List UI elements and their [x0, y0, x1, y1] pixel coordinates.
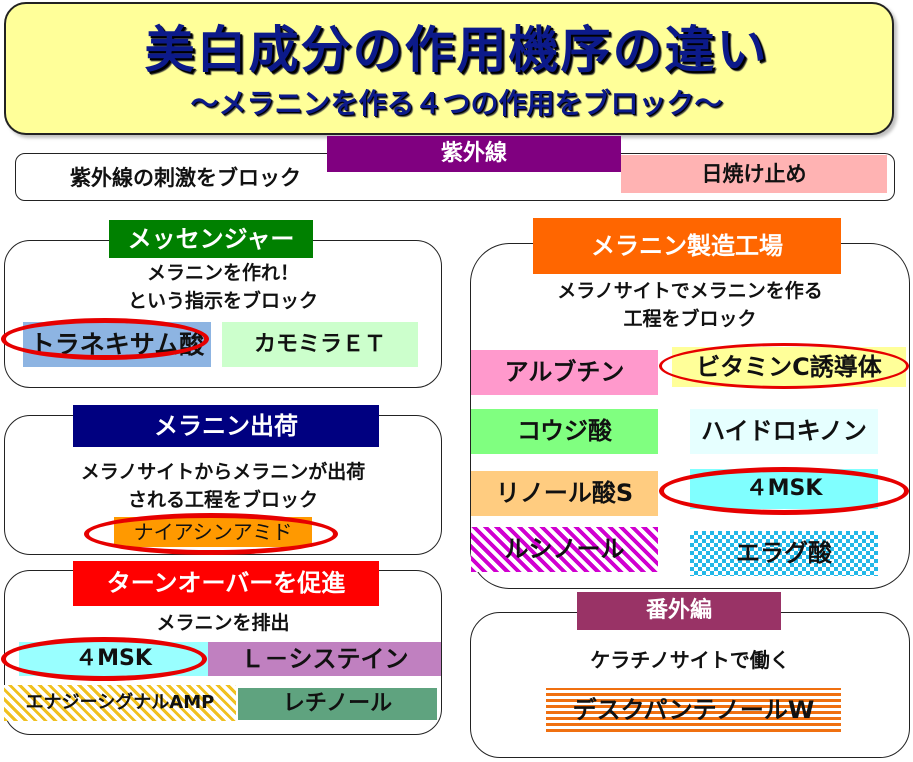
messenger-header: メッセンジャー	[109, 220, 313, 258]
ingredient-arbutin: アルブチン	[471, 350, 658, 395]
turnover-description: メラニンを排出	[156, 612, 290, 634]
ingredient-l-cysteine: Ｌ－システイン	[208, 642, 441, 676]
extra-header: 番外編	[577, 592, 781, 630]
ingredient-hydroquinone: ハイドロキノン	[690, 409, 878, 454]
ingredient-rucinol: ルシノール	[471, 527, 658, 572]
ingredient-kojic-acid: コウジ酸	[471, 409, 658, 454]
ingredient-ellagic-acid: エラグ酸	[690, 531, 878, 576]
factory-description-2: 工程をブロック	[623, 308, 757, 330]
uv-header: 紫外線	[327, 136, 621, 172]
ingredient-chamomilla-et: カモミラＥＴ	[222, 322, 418, 367]
extra-description: ケラチノサイトで働く	[590, 648, 790, 672]
ingredient-dexpanthenol-w: デスクパンテノールW	[546, 688, 841, 732]
ingredient-linoleic-acid-s: リノール酸S	[471, 471, 658, 516]
factory-description-1: メラノサイトでメラニンを作る	[557, 280, 823, 302]
page-subtitle: ～メラニンを作る４つの作用をブロック～	[190, 87, 723, 120]
ingredient-retinol: レチノール	[238, 688, 437, 720]
messenger-description-2: という指示をブロック	[127, 290, 318, 312]
ingredient-niacinamide: ナイアシンアミド	[114, 517, 312, 547]
messenger-description-1: メラニンを作れ！	[146, 262, 299, 284]
shipping-description-2: される工程をブロック	[127, 489, 318, 511]
ingredient-4msk-factory: ４MSK	[690, 469, 878, 509]
ingredient-vitamin-c-derivative: ビタミンC誘導体	[672, 347, 906, 387]
shipping-description-1: メラノサイトからメラニンが出荷	[80, 461, 366, 483]
uv-description: 紫外線の刺激をブロック	[70, 166, 301, 190]
turnover-header: ターンオーバーを促進	[73, 561, 379, 606]
shipping-header: メラニン出荷	[73, 405, 379, 447]
title-banner	[4, 2, 894, 135]
ingredient-4msk: ４MSK	[19, 642, 208, 676]
factory-header: メラニン製造工場	[533, 218, 841, 274]
extra-panel	[470, 612, 910, 758]
ingredient-tranexamic-acid: トラネキサム酸	[23, 322, 211, 367]
ingredient-energy-signal-amp: エナジーシグナルAMP	[4, 685, 236, 721]
page-title: 美白成分の作用機序の違い	[144, 21, 769, 79]
uv-item-sunscreen: 日焼け止め	[621, 155, 887, 193]
